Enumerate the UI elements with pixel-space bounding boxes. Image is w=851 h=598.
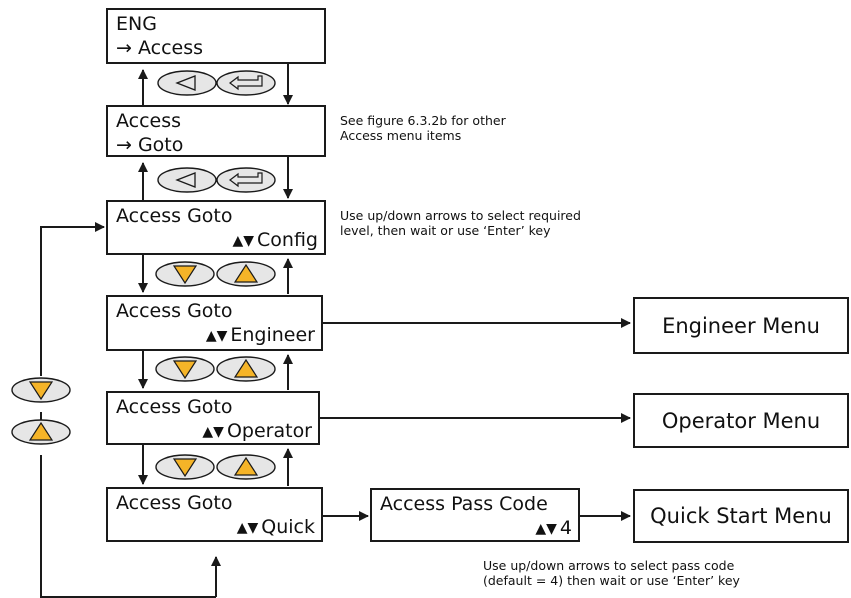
updown-icon: ▲▼	[232, 233, 255, 249]
access-line2: → Goto	[116, 134, 184, 156]
down-key-icon	[11, 377, 71, 403]
enter-key-icon	[216, 167, 276, 193]
pass-code-title: Access Pass Code	[380, 493, 548, 515]
goto-engineer-value-row: ▲▼Engineer	[206, 324, 315, 346]
updown-icon: ▲▼	[236, 520, 259, 536]
note-select-level-line1: Use up/down arrows to select required	[340, 208, 581, 223]
down-key-icon	[155, 356, 215, 382]
quick-start-menu-label: Quick Start Menu	[650, 504, 832, 528]
pass-code-value: 4	[559, 517, 572, 539]
up-key-icon	[11, 419, 71, 445]
loop-line	[40, 455, 216, 598]
goto-operator-value: Operator	[226, 420, 312, 442]
up-key-icon	[216, 356, 276, 382]
goto-operator-title: Access Goto	[116, 396, 233, 418]
eng-box: ENG → Access	[106, 8, 326, 64]
eng-line2: → Access	[116, 37, 204, 59]
goto-config-title: Access Goto	[116, 205, 233, 227]
left-key-icon	[157, 167, 217, 193]
access-goto-engineer-box: Access Goto ▲▼Engineer	[106, 295, 323, 351]
note-see-figure-line2: Access menu items	[340, 128, 462, 143]
down-key-icon	[155, 454, 215, 480]
engineer-menu-label: Engineer Menu	[662, 313, 820, 338]
enter-key-icon	[216, 70, 276, 96]
access-line1: Access	[116, 110, 182, 132]
up-key-icon	[216, 454, 276, 480]
operator-menu-box: Operator Menu	[633, 393, 849, 448]
goto-operator-value-row: ▲▼Operator	[202, 420, 312, 442]
goto-config-value: Config	[257, 229, 318, 251]
left-key-icon	[157, 70, 217, 96]
note-see-figure-line1: See figure 6.3.2b for other	[340, 113, 506, 128]
goto-config-value-row: ▲▼Config	[232, 229, 318, 251]
access-goto-quick-box: Access Goto ▲▼Quick	[106, 487, 323, 542]
quick-start-menu-box: Quick Start Menu	[633, 489, 849, 543]
note-select-level: Use up/down arrows to select required le…	[340, 208, 581, 238]
access-box: Access → Goto	[106, 105, 326, 157]
note-select-pass: Use up/down arrows to select pass code (…	[483, 558, 740, 588]
goto-quick-value-row: ▲▼Quick	[237, 516, 315, 538]
goto-engineer-title: Access Goto	[116, 300, 233, 322]
note-select-pass-line1: Use up/down arrows to select pass code	[483, 558, 735, 573]
eng-line1: ENG	[116, 13, 157, 35]
goto-quick-value: Quick	[261, 516, 315, 538]
access-pass-code-box: Access Pass Code ▲▼4	[370, 488, 580, 542]
arrow-to-config-loop	[40, 222, 105, 376]
updown-icon: ▲▼	[205, 328, 228, 344]
note-see-figure: See figure 6.3.2b for other Access menu …	[340, 113, 506, 143]
up-key-icon	[216, 261, 276, 287]
updown-icon: ▲▼	[535, 521, 557, 537]
access-goto-operator-box: Access Goto ▲▼Operator	[106, 391, 320, 445]
pass-code-value-row: ▲▼4	[535, 517, 572, 539]
goto-engineer-value: Engineer	[230, 324, 315, 346]
access-goto-config-box: Access Goto ▲▼Config	[106, 200, 326, 255]
operator-menu-label: Operator Menu	[661, 408, 821, 433]
engineer-menu-box: Engineer Menu	[633, 297, 849, 354]
note-select-level-line2: level, then wait or use ‘Enter’ key	[340, 223, 551, 238]
goto-quick-title: Access Goto	[116, 492, 233, 514]
updown-icon: ▲▼	[202, 424, 224, 440]
down-key-icon	[155, 261, 215, 287]
note-select-pass-line2: (default = 4) then wait or use ‘Enter’ k…	[483, 573, 740, 588]
